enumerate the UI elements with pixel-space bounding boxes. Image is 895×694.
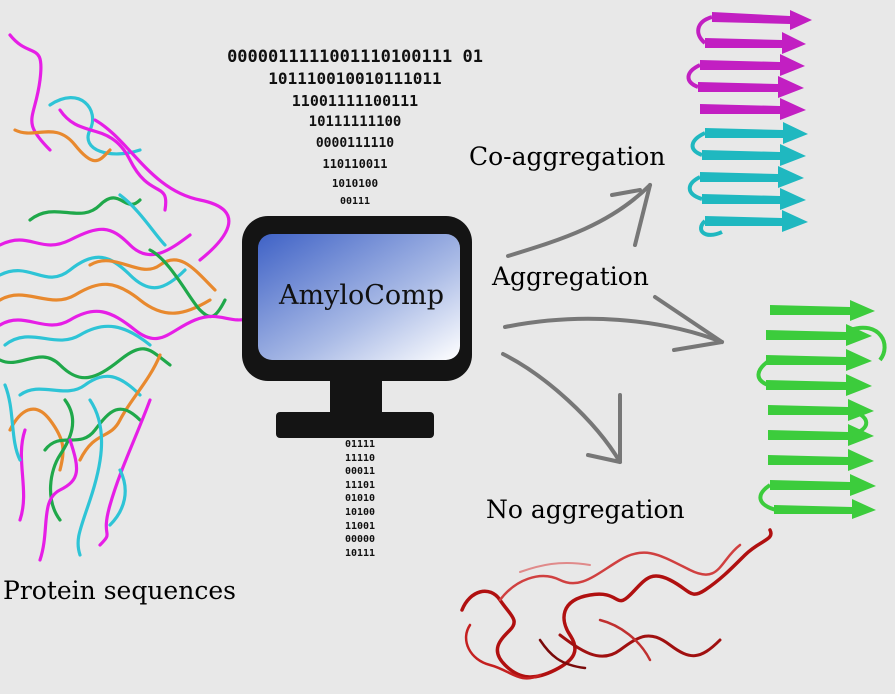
binary-line: 10111 bbox=[330, 547, 390, 561]
outcome-arrows bbox=[503, 185, 722, 462]
binary-line: 101110010010111011 bbox=[190, 68, 520, 90]
binary-line: 00000 bbox=[330, 533, 390, 547]
screen-title: AmyloComp bbox=[279, 280, 444, 311]
computer-monitor bbox=[242, 216, 472, 438]
binary-line: 11001111100111 bbox=[190, 90, 520, 112]
binary-line: 1010100 bbox=[190, 174, 520, 193]
binary-line: 0000011111001110100111 01 bbox=[190, 46, 520, 68]
binary-line: 11001 bbox=[330, 520, 390, 534]
binary-line: 10100 bbox=[330, 506, 390, 520]
monitor-base bbox=[276, 412, 434, 438]
no-aggregation-arrow bbox=[503, 354, 620, 462]
co-aggregation-arrow bbox=[508, 185, 650, 256]
binary-line: 11101 bbox=[330, 479, 390, 493]
aggregation-label: Aggregation bbox=[492, 262, 649, 291]
protein-sequences-label: Protein sequences bbox=[3, 576, 236, 605]
aggregation-fibril bbox=[758, 300, 884, 519]
co-aggregation-fibril bbox=[688, 10, 812, 235]
no-aggregation-label: No aggregation bbox=[486, 495, 685, 524]
binary-line: 01111 bbox=[330, 438, 390, 452]
monitor-neck bbox=[330, 380, 382, 414]
binary-line: 00011 bbox=[330, 465, 390, 479]
binary-line: 01010 bbox=[330, 492, 390, 506]
binary-line: 00111 bbox=[190, 193, 520, 210]
binary-stream-top: 0000011111001110100111 01 10111001001011… bbox=[190, 46, 520, 210]
binary-stream-bottom: 01111 11110 00011 11101 01010 10100 1100… bbox=[330, 438, 390, 560]
co-aggregation-label: Co-aggregation bbox=[469, 142, 665, 171]
binary-line: 10111111100 bbox=[190, 112, 520, 133]
binary-line: 11110 bbox=[330, 452, 390, 466]
unfolded-protein-chain bbox=[462, 530, 771, 678]
